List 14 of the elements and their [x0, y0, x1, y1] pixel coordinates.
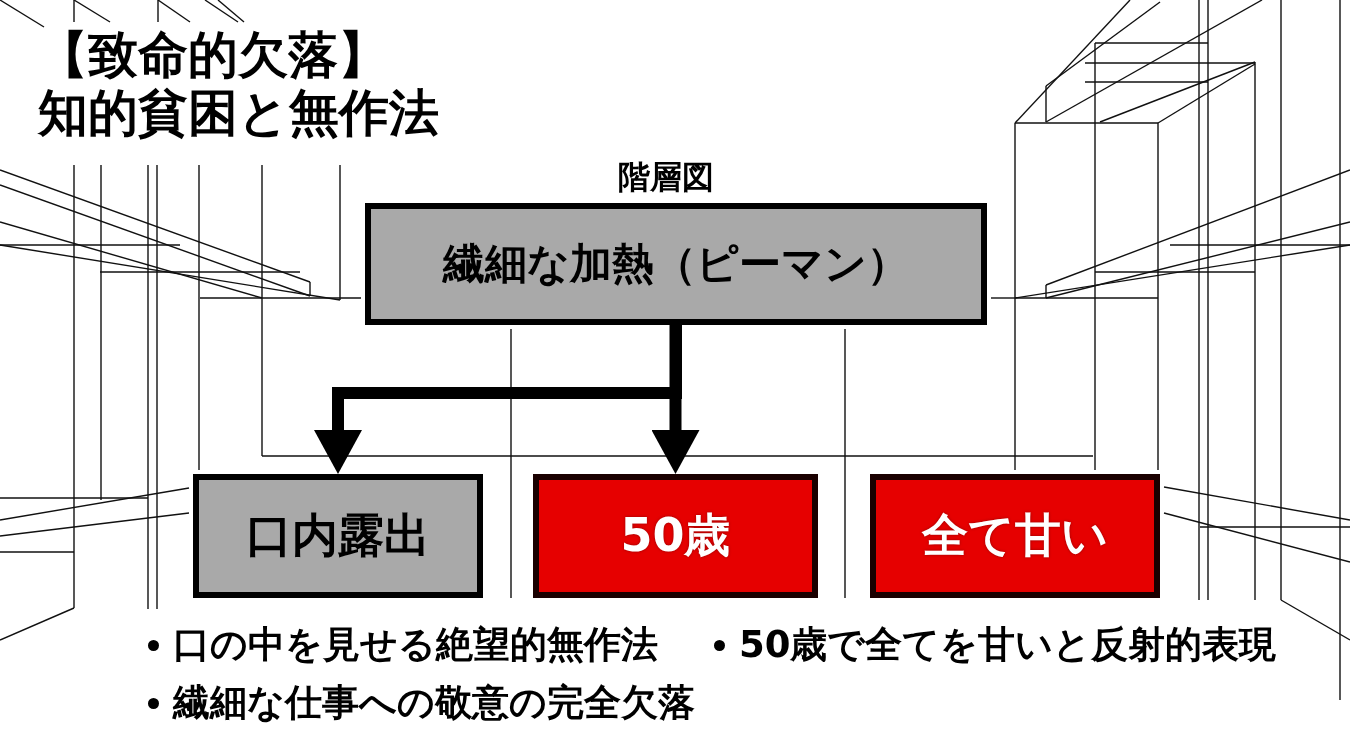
bullet-text: 口の中を見せる絶望的無作法	[173, 622, 658, 668]
process-box	[365, 203, 987, 325]
highlight-box	[533, 474, 818, 598]
box-label: 全て甘い	[922, 507, 1108, 564]
bullet-text: 繊細な仕事への敬意の完全欠落	[173, 680, 695, 726]
arrow-connector	[651, 325, 700, 474]
slide-title: 【致命的欠落】知的貧困と無作法	[38, 26, 440, 142]
box-label: 繊細な加熱（ピーマン）	[443, 238, 909, 290]
highlight-box	[870, 474, 1160, 598]
box-label: 口内露出	[246, 507, 430, 564]
diagram-heading: 階層図	[618, 157, 714, 198]
box-label: 50歳	[620, 507, 731, 564]
bullet-text: 50歳で全てを甘いと反射的表現	[739, 622, 1277, 668]
process-box	[193, 474, 483, 598]
